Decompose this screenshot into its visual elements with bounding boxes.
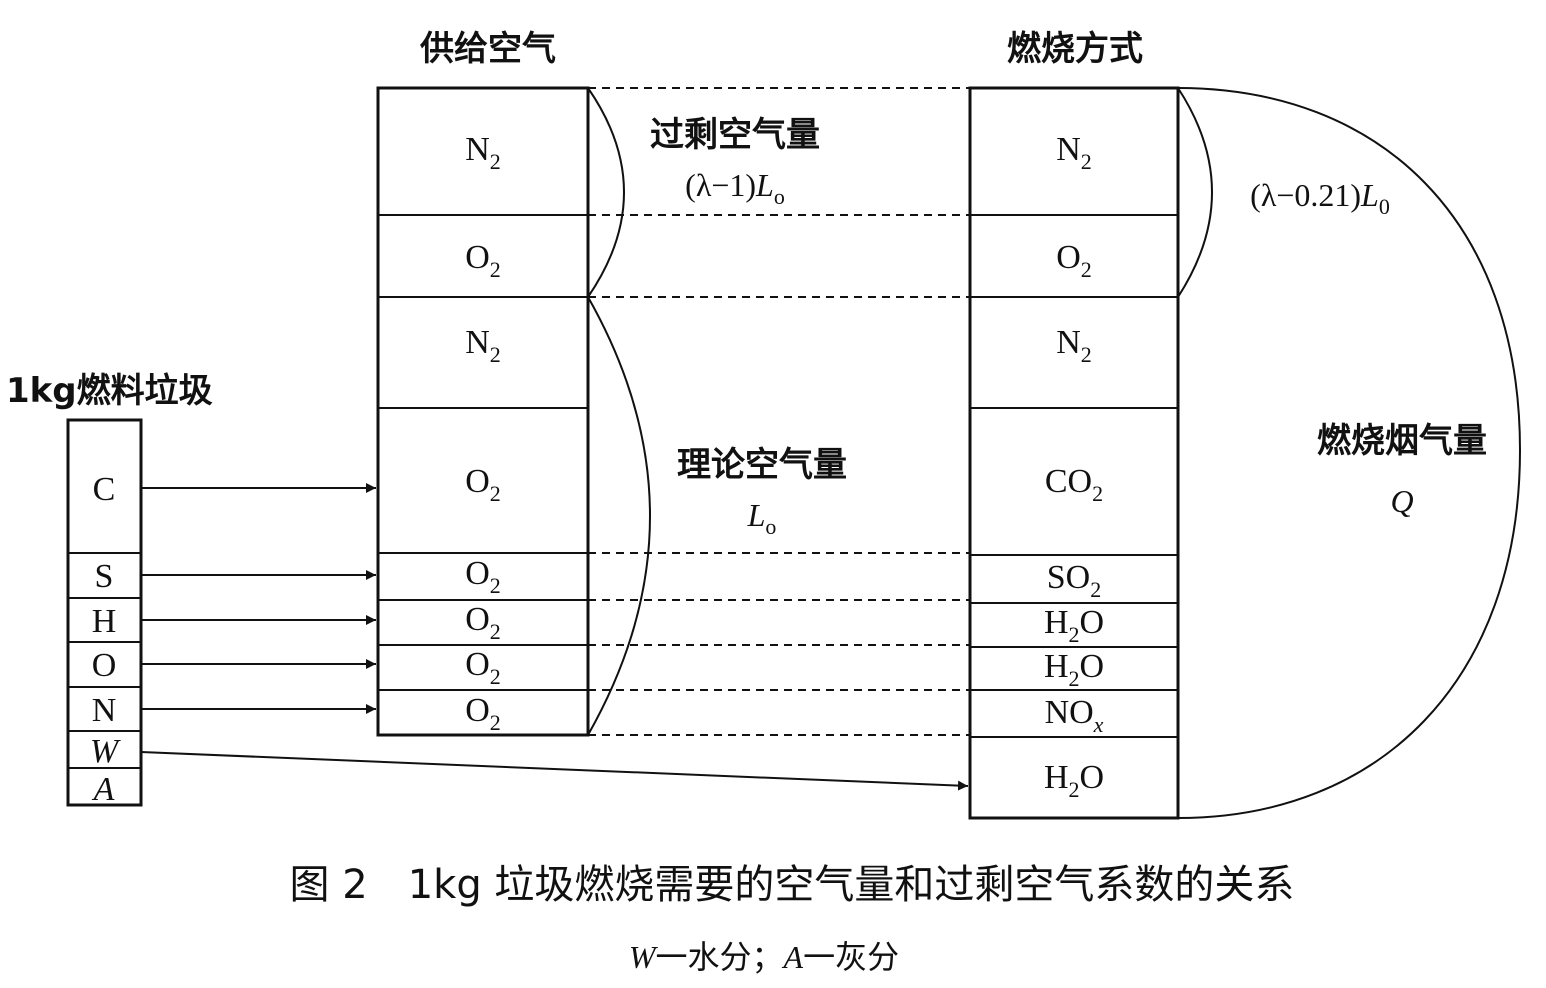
supply-cell-n2: N2	[465, 324, 501, 367]
supply-cell-o2: O2	[465, 646, 501, 689]
fuel-component-o: O	[92, 647, 117, 684]
theoretical-air-formula: Lo	[747, 497, 777, 539]
supply-cell-o2: O2	[465, 463, 501, 506]
flue-gas-curves	[1177, 87, 1522, 819]
supply-cell-o2: O2	[465, 239, 501, 282]
fuel-component-h: H	[92, 603, 117, 640]
combustion-cell-nox: NOx	[1045, 694, 1104, 737]
combustion-cell-co2: CO2	[1045, 463, 1103, 506]
supply-air-header: 供给空气	[419, 29, 556, 69]
combustion-cell-n2: N2	[1056, 131, 1092, 174]
supply-air-column: N2 O2 N2 O2 O2 O2 O2 O2	[376, 86, 590, 737]
combustion-column: N2 O2 N2 CO2 SO2 H2O H2O NOx H2O	[968, 86, 1180, 820]
dashed-connectors	[588, 87, 970, 736]
reaction-arrows	[140, 483, 969, 791]
fuel-component-w: W	[90, 733, 121, 770]
figure-caption: 图 2 1kg 垃圾燃烧需要的空气量和过剩空气系数的关系	[290, 862, 1295, 908]
fuel-component-a: A	[92, 771, 115, 808]
excess-flue-formula: (λ−0.21)L0	[1250, 177, 1390, 219]
supply-cell-n2: N2	[465, 131, 501, 174]
excess-air-formula: (λ−1)Lo	[685, 167, 785, 209]
flue-gas-symbol: Q	[1390, 483, 1413, 519]
fuel-header: 1kg燃料垃圾	[6, 371, 213, 411]
supply-cell-o2: O2	[465, 601, 501, 644]
combustion-cell-h2o: H2O	[1044, 759, 1104, 802]
supply-braces	[587, 87, 651, 736]
combustion-mode-header: 燃烧方式	[1007, 29, 1143, 69]
fuel-component-c: C	[93, 471, 116, 508]
fuel-component-s: S	[95, 558, 114, 595]
excess-air-label: 过剩空气量	[650, 115, 820, 155]
figure-legend: W一水分；A一灰分	[629, 938, 899, 976]
combustion-cell-o2: O2	[1056, 239, 1092, 282]
flue-gas-label: 燃烧烟气量	[1317, 421, 1487, 461]
supply-cell-o2: O2	[465, 555, 501, 598]
combustion-cell-h2o: H2O	[1044, 604, 1104, 647]
supply-cell-o2: O2	[465, 692, 501, 735]
combustion-cell-h2o: H2O	[1044, 648, 1104, 691]
fuel-column: C S H O N W A	[66, 418, 143, 808]
combustion-cell-n2: N2	[1056, 324, 1092, 367]
combustion-cell-so2: SO2	[1047, 559, 1101, 602]
fuel-component-n: N	[92, 692, 117, 729]
theoretical-air-label: 理论空气量	[677, 445, 847, 485]
